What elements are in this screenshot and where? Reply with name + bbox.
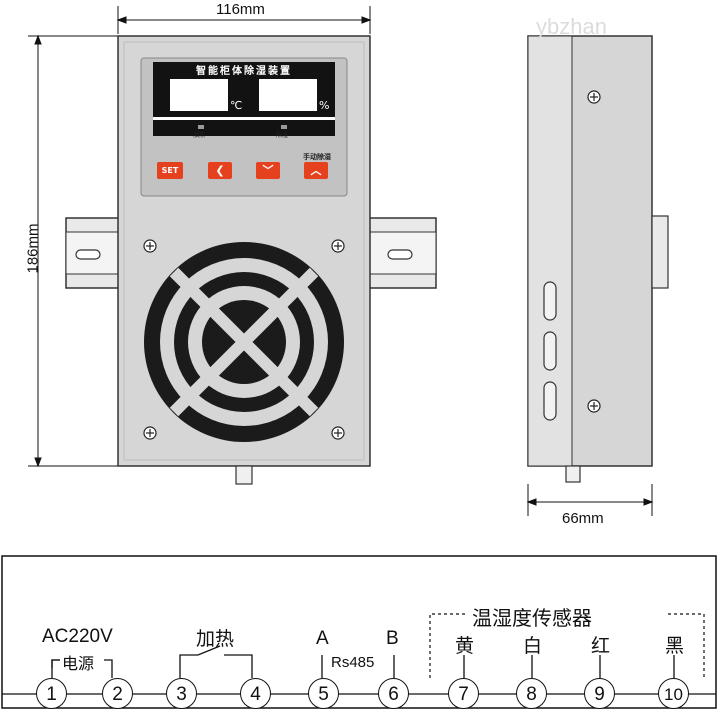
cable-gland	[235, 465, 253, 485]
terminal-4: 4	[240, 678, 271, 709]
height-dimension-label: 186mm	[24, 223, 42, 274]
depth-dimension-line	[526, 484, 654, 516]
set-button[interactable]: SET	[157, 162, 183, 179]
heater-switch-symbol	[179, 645, 253, 678]
humidity-window	[259, 79, 317, 111]
heating-indicator-led	[198, 125, 204, 129]
sensor-wire-white: 白	[523, 635, 543, 657]
temperature-unit: ℃	[230, 99, 243, 112]
width-dimension-line	[116, 6, 372, 34]
rs485-label: Rs485	[331, 654, 375, 671]
sensor-label: 温湿度传感器	[472, 606, 592, 630]
heater-label: 加热	[196, 628, 235, 650]
dehumidify-indicator-label: 除湿	[276, 132, 289, 139]
screw-icon	[587, 90, 601, 413]
screw-icon	[143, 239, 345, 440]
fan-grille	[144, 242, 344, 442]
sensor-dashed-box	[429, 613, 705, 678]
terminal-6: 6	[378, 678, 409, 709]
device-side-view	[527, 35, 669, 483]
terminal-5: 5	[308, 678, 339, 709]
terminal-10: 10	[658, 678, 689, 709]
sensor-wire-black: 黑	[665, 635, 685, 657]
terminal-2: 2	[102, 678, 133, 709]
down-arrow-button[interactable]: ﹀	[256, 162, 280, 179]
terminal-8: 8	[516, 678, 547, 709]
terminal-block-outline	[1, 555, 717, 709]
power-bracket	[51, 659, 60, 668]
terminal-1: 1	[36, 678, 67, 709]
terminal-3: 3	[166, 678, 197, 709]
power-voltage-label: AC220V	[42, 626, 113, 647]
depth-dimension-label: 66mm	[562, 510, 604, 527]
dehumidify-indicator-led	[281, 125, 287, 129]
left-arrow-button[interactable]: ❮	[208, 162, 232, 179]
panel-title: 智能柜体除湿装置	[196, 66, 292, 77]
din-rail-right	[367, 217, 437, 289]
rs485-b-label: B	[386, 628, 399, 649]
terminal-9: 9	[584, 678, 615, 709]
up-arrow-button[interactable]: ︿	[304, 162, 328, 179]
temperature-window	[170, 79, 228, 111]
sensor-wire-red: 红	[591, 635, 611, 657]
sensor-wire-yellow: 黄	[455, 635, 475, 657]
humidity-unit: %	[319, 99, 330, 112]
terminal-7: 7	[448, 678, 479, 709]
chevron-down-icon: ﹀	[262, 164, 274, 177]
chevron-left-icon: ❮	[215, 164, 225, 177]
watermark: ybzhan	[536, 14, 607, 39]
manual-dehumidify-label: 手动除湿	[303, 153, 331, 161]
height-dimension-line	[28, 34, 118, 468]
width-dimension-label: 116mm	[216, 1, 265, 18]
heating-indicator-label: 加热	[193, 132, 206, 139]
chevron-up-icon: ︿	[310, 164, 322, 177]
rs485-a-label: A	[316, 628, 329, 649]
din-rail-left	[65, 217, 121, 289]
rs485-bracket	[321, 655, 395, 678]
power-label: 电源	[62, 654, 95, 673]
